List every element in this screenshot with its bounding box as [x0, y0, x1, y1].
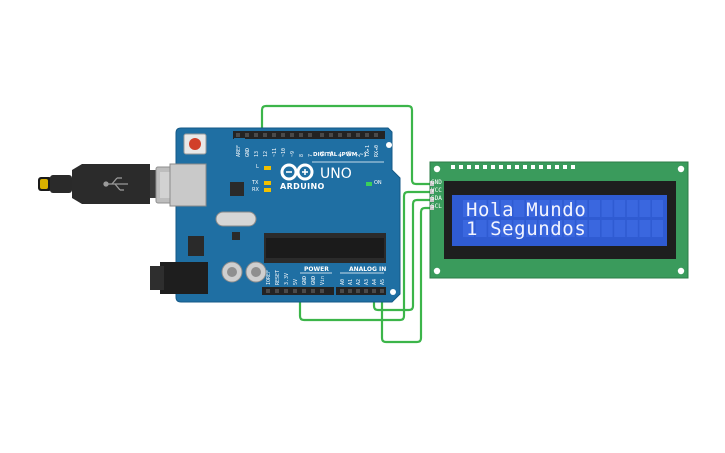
lcd-char-cell: [563, 220, 575, 237]
led-tx: [264, 181, 271, 185]
lcd-char-cell: [589, 200, 600, 217]
crystal: [215, 211, 257, 227]
power-header: [262, 287, 334, 295]
lcd-pin-label-vcc: VCC: [431, 187, 442, 194]
power-jack: [160, 262, 208, 294]
lcd-char-cell: [475, 220, 487, 237]
lcd-char-cell: [500, 220, 512, 237]
on-label: ON: [374, 180, 382, 186]
lcd-char-cell: [652, 200, 663, 217]
led-tx-label: TX: [252, 180, 259, 186]
lcd-char-cell: [513, 200, 525, 217]
lcd-char-cell: [488, 200, 500, 217]
lcd-char-cell: [538, 200, 550, 217]
lcd-char-cell: [601, 220, 613, 237]
led-l: [264, 166, 271, 170]
lcd-pin-label-sda: SDA: [431, 195, 442, 202]
wire-sda[interactable]: [372, 198, 434, 312]
lcd-char-cell: [463, 200, 474, 217]
lcd-pin-label-scl: SCL: [431, 203, 442, 210]
atmega-chip: [266, 238, 384, 258]
lcd-char-cell: [500, 200, 512, 217]
header-holes: [236, 133, 384, 293]
lcd-char-cell: [475, 200, 487, 217]
lcd-char-cell: [563, 200, 575, 217]
lcd-char-cell: [614, 220, 626, 237]
lcd-char-cell: [639, 220, 651, 237]
lcd-char-cell: [626, 220, 638, 237]
wire-gnd[interactable]: [260, 104, 434, 186]
lcd-char-cell: [526, 200, 537, 217]
lcd-char-cell: [551, 220, 563, 237]
wire-vcc[interactable]: [298, 190, 434, 322]
lcd-char-cell: [513, 220, 525, 237]
board-model: UNO: [320, 166, 352, 182]
led-rx-label: RX: [252, 187, 259, 193]
arduino-logo-icon: [280, 163, 314, 181]
lcd-char-cell: [463, 220, 474, 237]
lcd-char-cell: [652, 220, 663, 237]
lcd-char-cell: [614, 200, 626, 217]
power-label: POWER: [304, 266, 329, 273]
lcd-char-cell: [639, 200, 651, 217]
led-rx: [264, 188, 271, 192]
lcd-char-cell: [488, 220, 500, 237]
digital-label: DIGITAL (PWM ~): [313, 152, 367, 158]
lcd-i2c-pads: [430, 181, 434, 210]
wire-scl[interactable]: [380, 206, 434, 344]
usb-ic: [230, 182, 244, 196]
lcd-char-cells: [463, 200, 663, 237]
lcd-line-2: 1 Segundos: [466, 218, 587, 240]
lcd-char-cell: [538, 220, 550, 237]
analog-label: ANALOG IN: [349, 266, 387, 273]
lcd-char-cell: [589, 220, 600, 237]
lcd-char-cell: [626, 200, 638, 217]
lcd-char-cell: [526, 220, 537, 237]
board-brand: ARDUINO: [280, 182, 325, 191]
lcd-char-cell: [551, 200, 563, 217]
lcd-top-pads: [451, 165, 575, 169]
usb-port: [169, 163, 207, 207]
lcd-char-cell: [576, 220, 588, 237]
led-l-label: L: [256, 164, 259, 170]
voltage-regulator: [188, 236, 204, 256]
lcd-pin-label-gnd: GND: [431, 179, 442, 186]
lcd-char-cell: [576, 200, 588, 217]
usb-cable-tip: [40, 179, 48, 189]
analog-header: [336, 287, 386, 295]
usb-icon: [103, 177, 128, 191]
lcd-char-cell: [601, 200, 613, 217]
lcd-line-1: Hola Mundo: [466, 199, 587, 221]
led-on: [366, 182, 372, 186]
